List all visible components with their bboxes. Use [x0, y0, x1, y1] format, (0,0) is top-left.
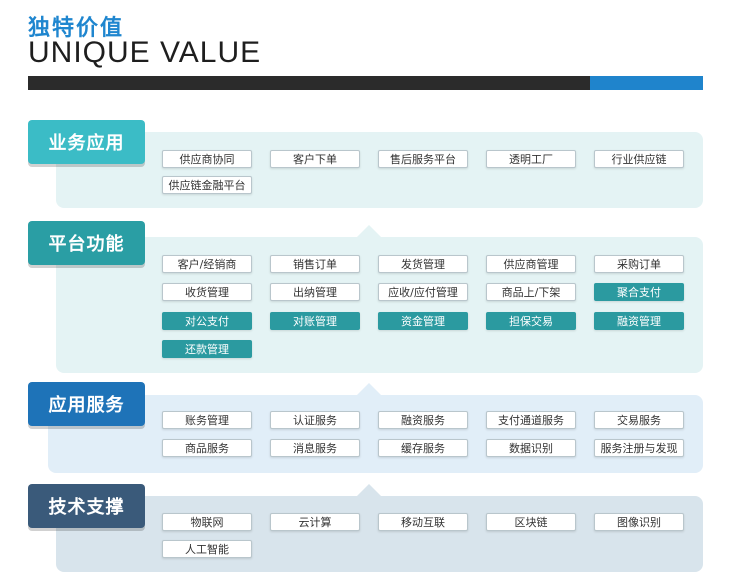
feature-chip: 资金管理 — [378, 312, 468, 330]
feature-chip: 出纳管理 — [270, 283, 360, 301]
feature-chip: 担保交易 — [486, 312, 576, 330]
section-panel — [56, 496, 703, 572]
feature-chip: 云计算 — [270, 513, 360, 531]
header-divider-dark — [28, 76, 590, 90]
feature-chip: 供应商管理 — [486, 255, 576, 273]
feature-chip: 商品服务 — [162, 439, 252, 457]
feature-chip: 移动互联 — [378, 513, 468, 531]
section-panel — [56, 132, 703, 208]
feature-chip: 还款管理 — [162, 340, 252, 358]
feature-chip: 对公支付 — [162, 312, 252, 330]
feature-chip: 聚合支付 — [594, 283, 684, 301]
header-divider-accent — [590, 76, 703, 90]
feature-chip: 交易服务 — [594, 411, 684, 429]
feature-chip: 商品上/下架 — [486, 283, 576, 301]
feature-chip: 供应链金融平台 — [162, 176, 252, 194]
feature-chip: 人工智能 — [162, 540, 252, 558]
feature-chip: 透明工厂 — [486, 150, 576, 168]
section-connector-notch — [357, 383, 381, 395]
feature-chip: 支付通道服务 — [486, 411, 576, 429]
feature-chip: 客户下单 — [270, 150, 360, 168]
section-label: 技术支撑 — [28, 484, 145, 528]
page-title-cn: 独特价值 — [28, 16, 125, 41]
section-label: 平台功能 — [28, 221, 145, 265]
feature-chip: 区块链 — [486, 513, 576, 531]
feature-chip: 消息服务 — [270, 439, 360, 457]
section-connector-notch — [357, 225, 381, 237]
feature-chip: 缓存服务 — [378, 439, 468, 457]
feature-chip: 销售订单 — [270, 255, 360, 273]
page-title-en: UNIQUE VALUE — [28, 36, 262, 69]
feature-chip: 融资服务 — [378, 411, 468, 429]
feature-chip: 应收/应付管理 — [378, 283, 468, 301]
feature-chip: 服务注册与发现 — [594, 439, 684, 457]
feature-chip: 认证服务 — [270, 411, 360, 429]
feature-chip: 采购订单 — [594, 255, 684, 273]
section-label: 业务应用 — [28, 120, 145, 164]
feature-chip: 数据识别 — [486, 439, 576, 457]
feature-chip: 售后服务平台 — [378, 150, 468, 168]
feature-chip: 物联网 — [162, 513, 252, 531]
feature-chip: 发货管理 — [378, 255, 468, 273]
feature-chip: 供应商协同 — [162, 150, 252, 168]
feature-chip: 收货管理 — [162, 283, 252, 301]
section-label: 应用服务 — [28, 382, 145, 426]
feature-chip: 账务管理 — [162, 411, 252, 429]
feature-chip: 图像识别 — [594, 513, 684, 531]
feature-chip: 客户/经销商 — [162, 255, 252, 273]
feature-chip: 行业供应链 — [594, 150, 684, 168]
section-panel — [48, 395, 703, 473]
feature-chip: 对账管理 — [270, 312, 360, 330]
feature-chip: 融资管理 — [594, 312, 684, 330]
section-connector-notch — [357, 484, 381, 496]
